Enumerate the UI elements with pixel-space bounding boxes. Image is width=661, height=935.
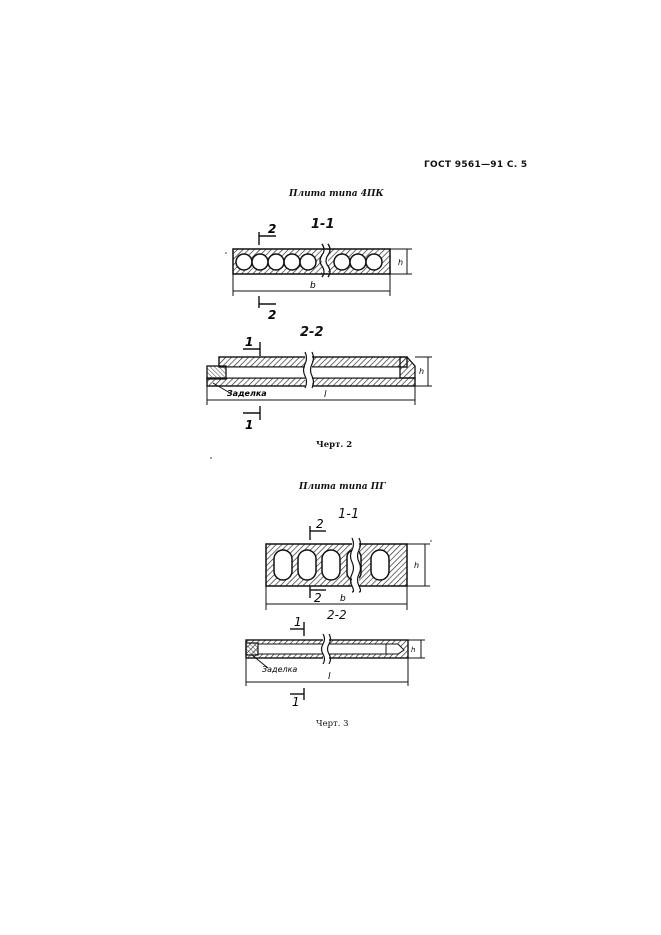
figure3-section-2-2-height-symbol: h <box>411 646 415 654</box>
figure2-length-dimension <box>206 386 416 405</box>
figure3-cut-mark-2-top <box>309 526 326 540</box>
figure3-height-symbol: h <box>414 561 419 570</box>
figure3-length-symbol: l <box>328 672 331 682</box>
figure3-cut-label-1-top: 1 <box>294 615 302 629</box>
figure2-section-2-2-height-symbol: h <box>419 367 424 376</box>
scan-speck <box>430 540 432 542</box>
figure2-cut-mark-2-bottom <box>258 296 276 308</box>
figure2-title: Плита типа 4ПК <box>289 189 384 199</box>
figure3-section-2-2-height-dimension <box>408 639 425 659</box>
figure3-cut-label-2-top: 2 <box>316 517 324 531</box>
figure3-section-2-2-label: 2-2 <box>327 608 347 622</box>
figure2-width-dimension <box>232 274 391 296</box>
figure2-cut-label-1-bottom: 1 <box>245 418 253 432</box>
figure2-cut-mark-1-bottom <box>243 406 261 420</box>
figure3-title: Плита типа ПГ <box>299 482 386 492</box>
figure3-section-1-1-cross-section <box>265 537 408 593</box>
figure3-seal-label: Заделка <box>262 665 297 674</box>
figure2-height-symbol: h <box>398 258 403 267</box>
page-header: ГОСТ 9561—91 С. 5 <box>424 160 528 170</box>
figure2-cut-mark-2-top <box>258 232 276 245</box>
figure2-seal-leader <box>212 382 231 394</box>
figure2-cut-label-1-top: 1 <box>245 335 253 349</box>
figure2-section-2-2-longitudinal <box>206 351 416 389</box>
figure3-width-symbol: b <box>340 594 346 604</box>
figure2-section-2-2-label: 2-2 <box>300 325 324 340</box>
figure2-cut-mark-1-top <box>243 342 261 356</box>
figure3-cut-mark-1-bottom <box>290 688 305 700</box>
figure2-section-1-1-cross-section <box>232 243 391 278</box>
figure3-section-2-2-longitudinal <box>245 633 409 665</box>
figure3-length-dimension <box>245 658 409 686</box>
figure2-section-1-1-label: 1-1 <box>311 217 335 232</box>
figure2-cut-label-2-top: 2 <box>268 222 276 236</box>
figure2-length-symbol: l <box>324 390 327 400</box>
scan-speck <box>225 252 227 254</box>
figure2-width-symbol: b <box>310 281 316 291</box>
figure3-caption: Черт. 3 <box>316 719 349 729</box>
figure3-height-dimension <box>407 543 430 587</box>
figure2-height-dimension <box>390 248 412 275</box>
figure3-cut-label-2-bottom: 2 <box>314 591 322 605</box>
figure3-seal-leader <box>251 654 269 669</box>
scan-speck <box>210 457 212 459</box>
figure2-seal-label: Заделка <box>227 389 267 398</box>
figure2-cut-label-2-bottom: 2 <box>268 308 276 322</box>
figure3-cut-mark-1-top <box>290 622 305 636</box>
figure2-caption: Черт. 2 <box>316 440 353 450</box>
figure2-section-2-2-height-dimension <box>415 356 432 387</box>
figure3-cut-mark-2-bottom <box>309 586 326 598</box>
figure3-section-1-1-label: 1-1 <box>338 507 360 522</box>
figure3-width-dimension <box>265 586 408 610</box>
figure3-cut-label-1-bottom: 1 <box>292 695 300 709</box>
